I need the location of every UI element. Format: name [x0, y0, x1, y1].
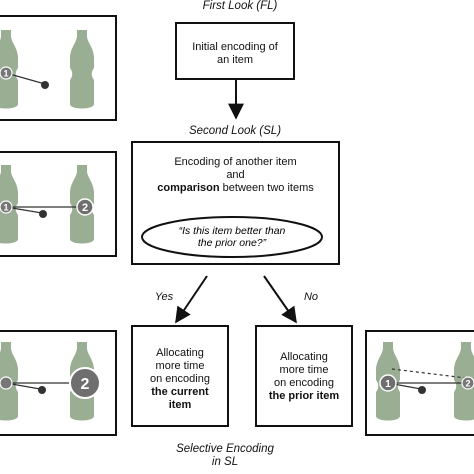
first-look-label: First Look (FL) — [202, 0, 278, 12]
fixation-dot — [39, 210, 47, 218]
panel-prior-item: 1 2 — [365, 330, 474, 436]
prior-line3: on encoding — [274, 377, 334, 389]
arrow-yes — [175, 275, 208, 324]
marker-2-text: 2 — [81, 376, 90, 393]
bottle-1 — [376, 342, 400, 421]
prior-bold: the prior item — [268, 390, 340, 402]
no-label: No — [303, 291, 319, 303]
marker-2-text: 2 — [465, 379, 470, 389]
bottle-2 — [454, 342, 474, 421]
comparison-rest: between two items — [219, 182, 314, 194]
fixation-dot — [41, 81, 49, 89]
marker-2-text: 2 — [82, 202, 88, 214]
bottle-2 — [70, 342, 94, 421]
marker-1-text: 1 — [385, 379, 391, 390]
prior-item-box: Allocating more time on encoding the pri… — [255, 325, 353, 427]
prior-line2: more time — [279, 364, 329, 376]
initial-encoding-line2: an item — [216, 54, 254, 66]
comparison-line1: Encoding of another item — [174, 156, 297, 168]
marker-1 — [0, 376, 13, 390]
panel-first-look: 1 — [0, 15, 117, 121]
marker-1 — [0, 66, 13, 80]
bottle-2 — [70, 30, 94, 109]
panel-current-item: 2 — [0, 330, 117, 436]
current-line2: more time — [155, 360, 205, 372]
marker-2-large — [69, 367, 101, 399]
marker-1 — [0, 200, 13, 214]
fixation-dot — [38, 386, 46, 394]
yes-label: Yes — [154, 291, 174, 303]
current-bold-line1: the current — [151, 386, 209, 398]
bottle-1 — [0, 165, 18, 244]
panel-second-look: 1 2 — [0, 151, 117, 257]
fixation-dot — [418, 386, 426, 394]
selective-encoding-label: Selective Encoding in SL — [150, 443, 300, 469]
bottle-1 — [0, 30, 18, 109]
second-look-label: Second Look (SL) — [188, 125, 282, 137]
prior-line1: Allocating — [280, 351, 328, 363]
marker-1-text: 1 — [3, 69, 8, 79]
current-line1: Allocating — [156, 347, 204, 359]
current-line3: on encoding — [150, 373, 210, 385]
bottle-1 — [0, 342, 18, 421]
comparison-line2: and — [226, 169, 245, 181]
initial-encoding-box: Initial encoding of an item — [175, 22, 295, 80]
comparison-line3: comparison between two items — [133, 182, 338, 195]
marker-1-large — [379, 374, 397, 392]
comparison-box: Encoding of another item and comparison … — [131, 141, 340, 265]
bottle-2 — [70, 165, 94, 244]
current-bold-line2: item — [168, 399, 192, 411]
selective-encoding-line1: Selective Encoding — [176, 443, 274, 455]
initial-encoding-line1: Initial encoding of — [192, 41, 278, 53]
current-item-box: Allocating more time on encoding the cur… — [131, 325, 229, 427]
marker-2 — [76, 198, 94, 216]
arrow-no — [263, 275, 297, 324]
marker-2 — [461, 376, 474, 390]
marker-1-text: 1 — [3, 203, 8, 213]
comparison-bold: comparison — [157, 182, 220, 194]
selective-encoding-line2: in SL — [211, 456, 239, 468]
